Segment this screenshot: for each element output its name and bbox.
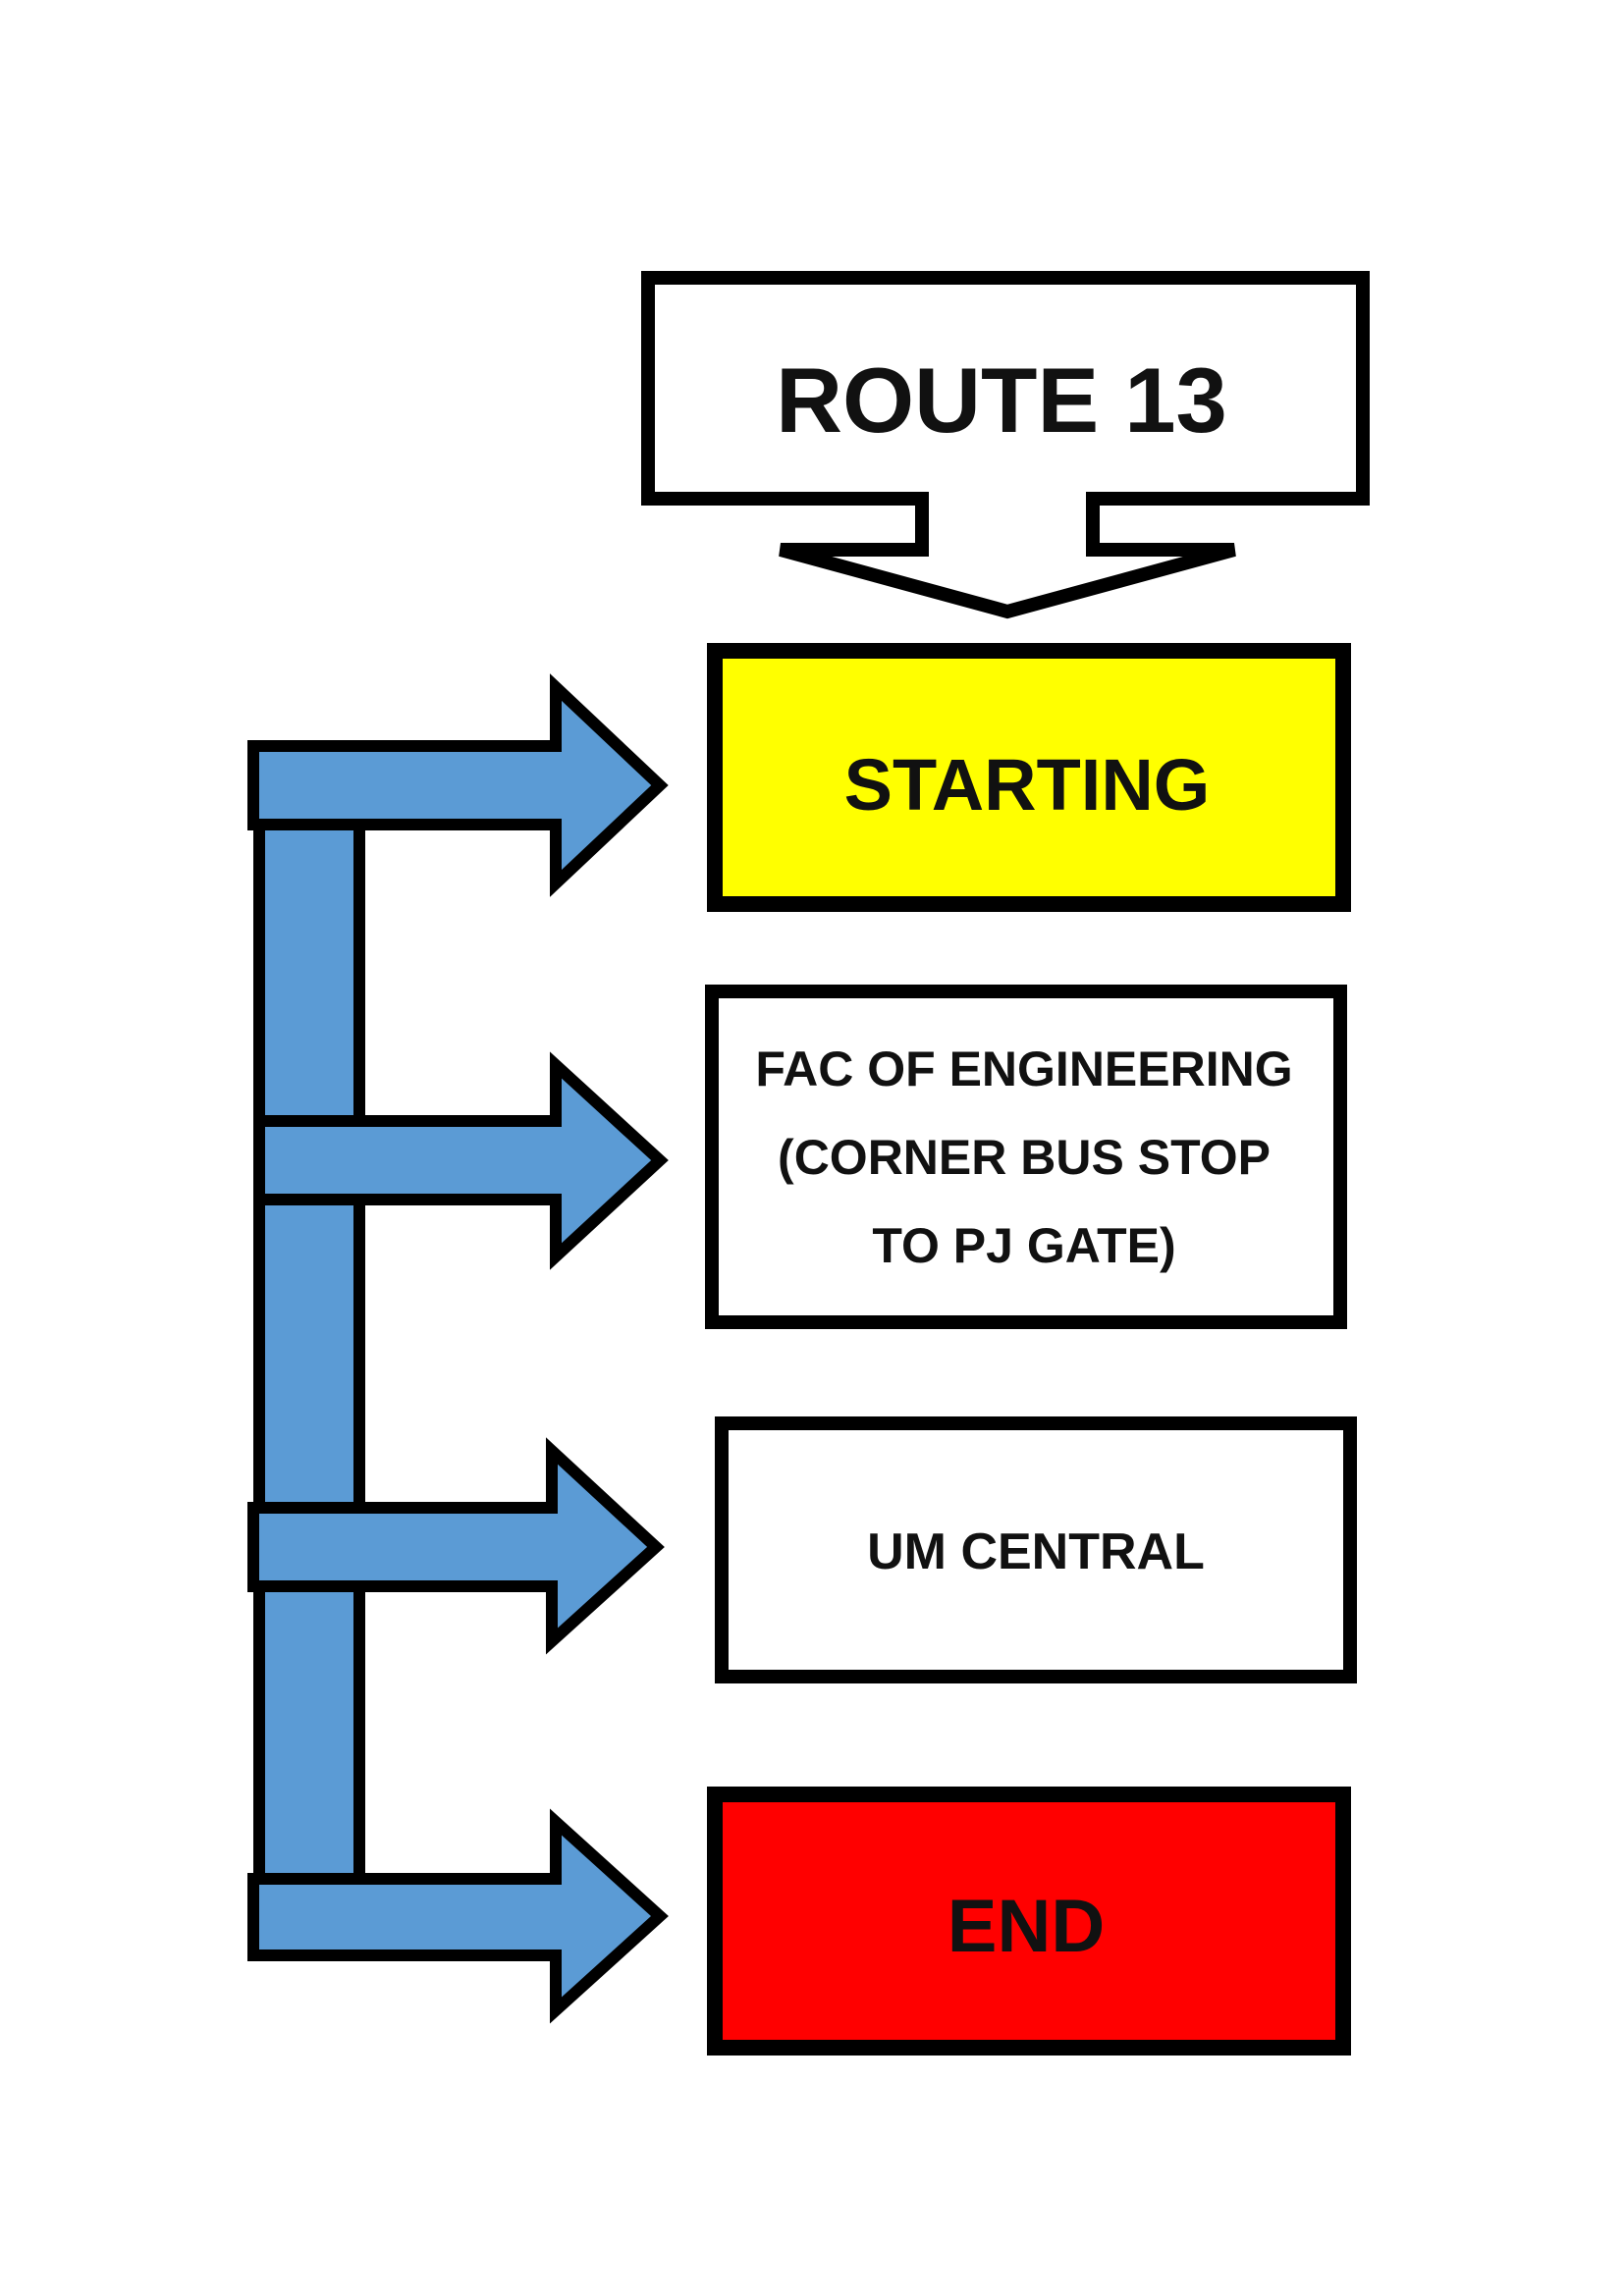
route-title-callout <box>641 271 1370 619</box>
connector-arrow-starting <box>247 673 669 897</box>
stop-end-box <box>707 1787 1351 2056</box>
connector-arrow-engineering <box>253 1051 669 1270</box>
stop-starting-box <box>707 643 1351 912</box>
stop-fac-of-engineering-box <box>705 985 1347 1329</box>
stop-um-central-label: UM CENTRAL <box>867 1523 1205 1580</box>
right-arrow-icon <box>247 1437 665 1655</box>
stop-fac-of-engineering-line-3: TO PJ GATE) <box>872 1218 1175 1273</box>
stop-fac-of-engineering-line-2: (CORNER BUS STOP <box>778 1130 1271 1185</box>
stop-starting-label: STARTING <box>844 744 1211 826</box>
connector-arrow-um-central <box>247 1437 665 1655</box>
route-title: ROUTE 13 <box>776 348 1227 452</box>
connector-arrow-end <box>247 1808 669 2024</box>
stop-um-central-box <box>715 1416 1357 1683</box>
route-spine-bar <box>253 799 365 1949</box>
stop-end: END <box>707 1787 1351 2056</box>
stop-fac-of-engineering-line-1: FAC OF ENGINEERING <box>755 1041 1292 1096</box>
stop-um-central: UM CENTRAL <box>715 1416 1357 1683</box>
stop-starting: STARTING <box>707 643 1351 912</box>
stop-fac-of-engineering: FAC OF ENGINEERING (CORNER BUS STOP TO P… <box>705 985 1347 1329</box>
right-arrow-icon <box>247 1808 669 2024</box>
stop-end-label: END <box>947 1885 1105 1968</box>
right-arrow-icon <box>247 673 669 897</box>
right-arrow-icon <box>253 1051 669 1270</box>
